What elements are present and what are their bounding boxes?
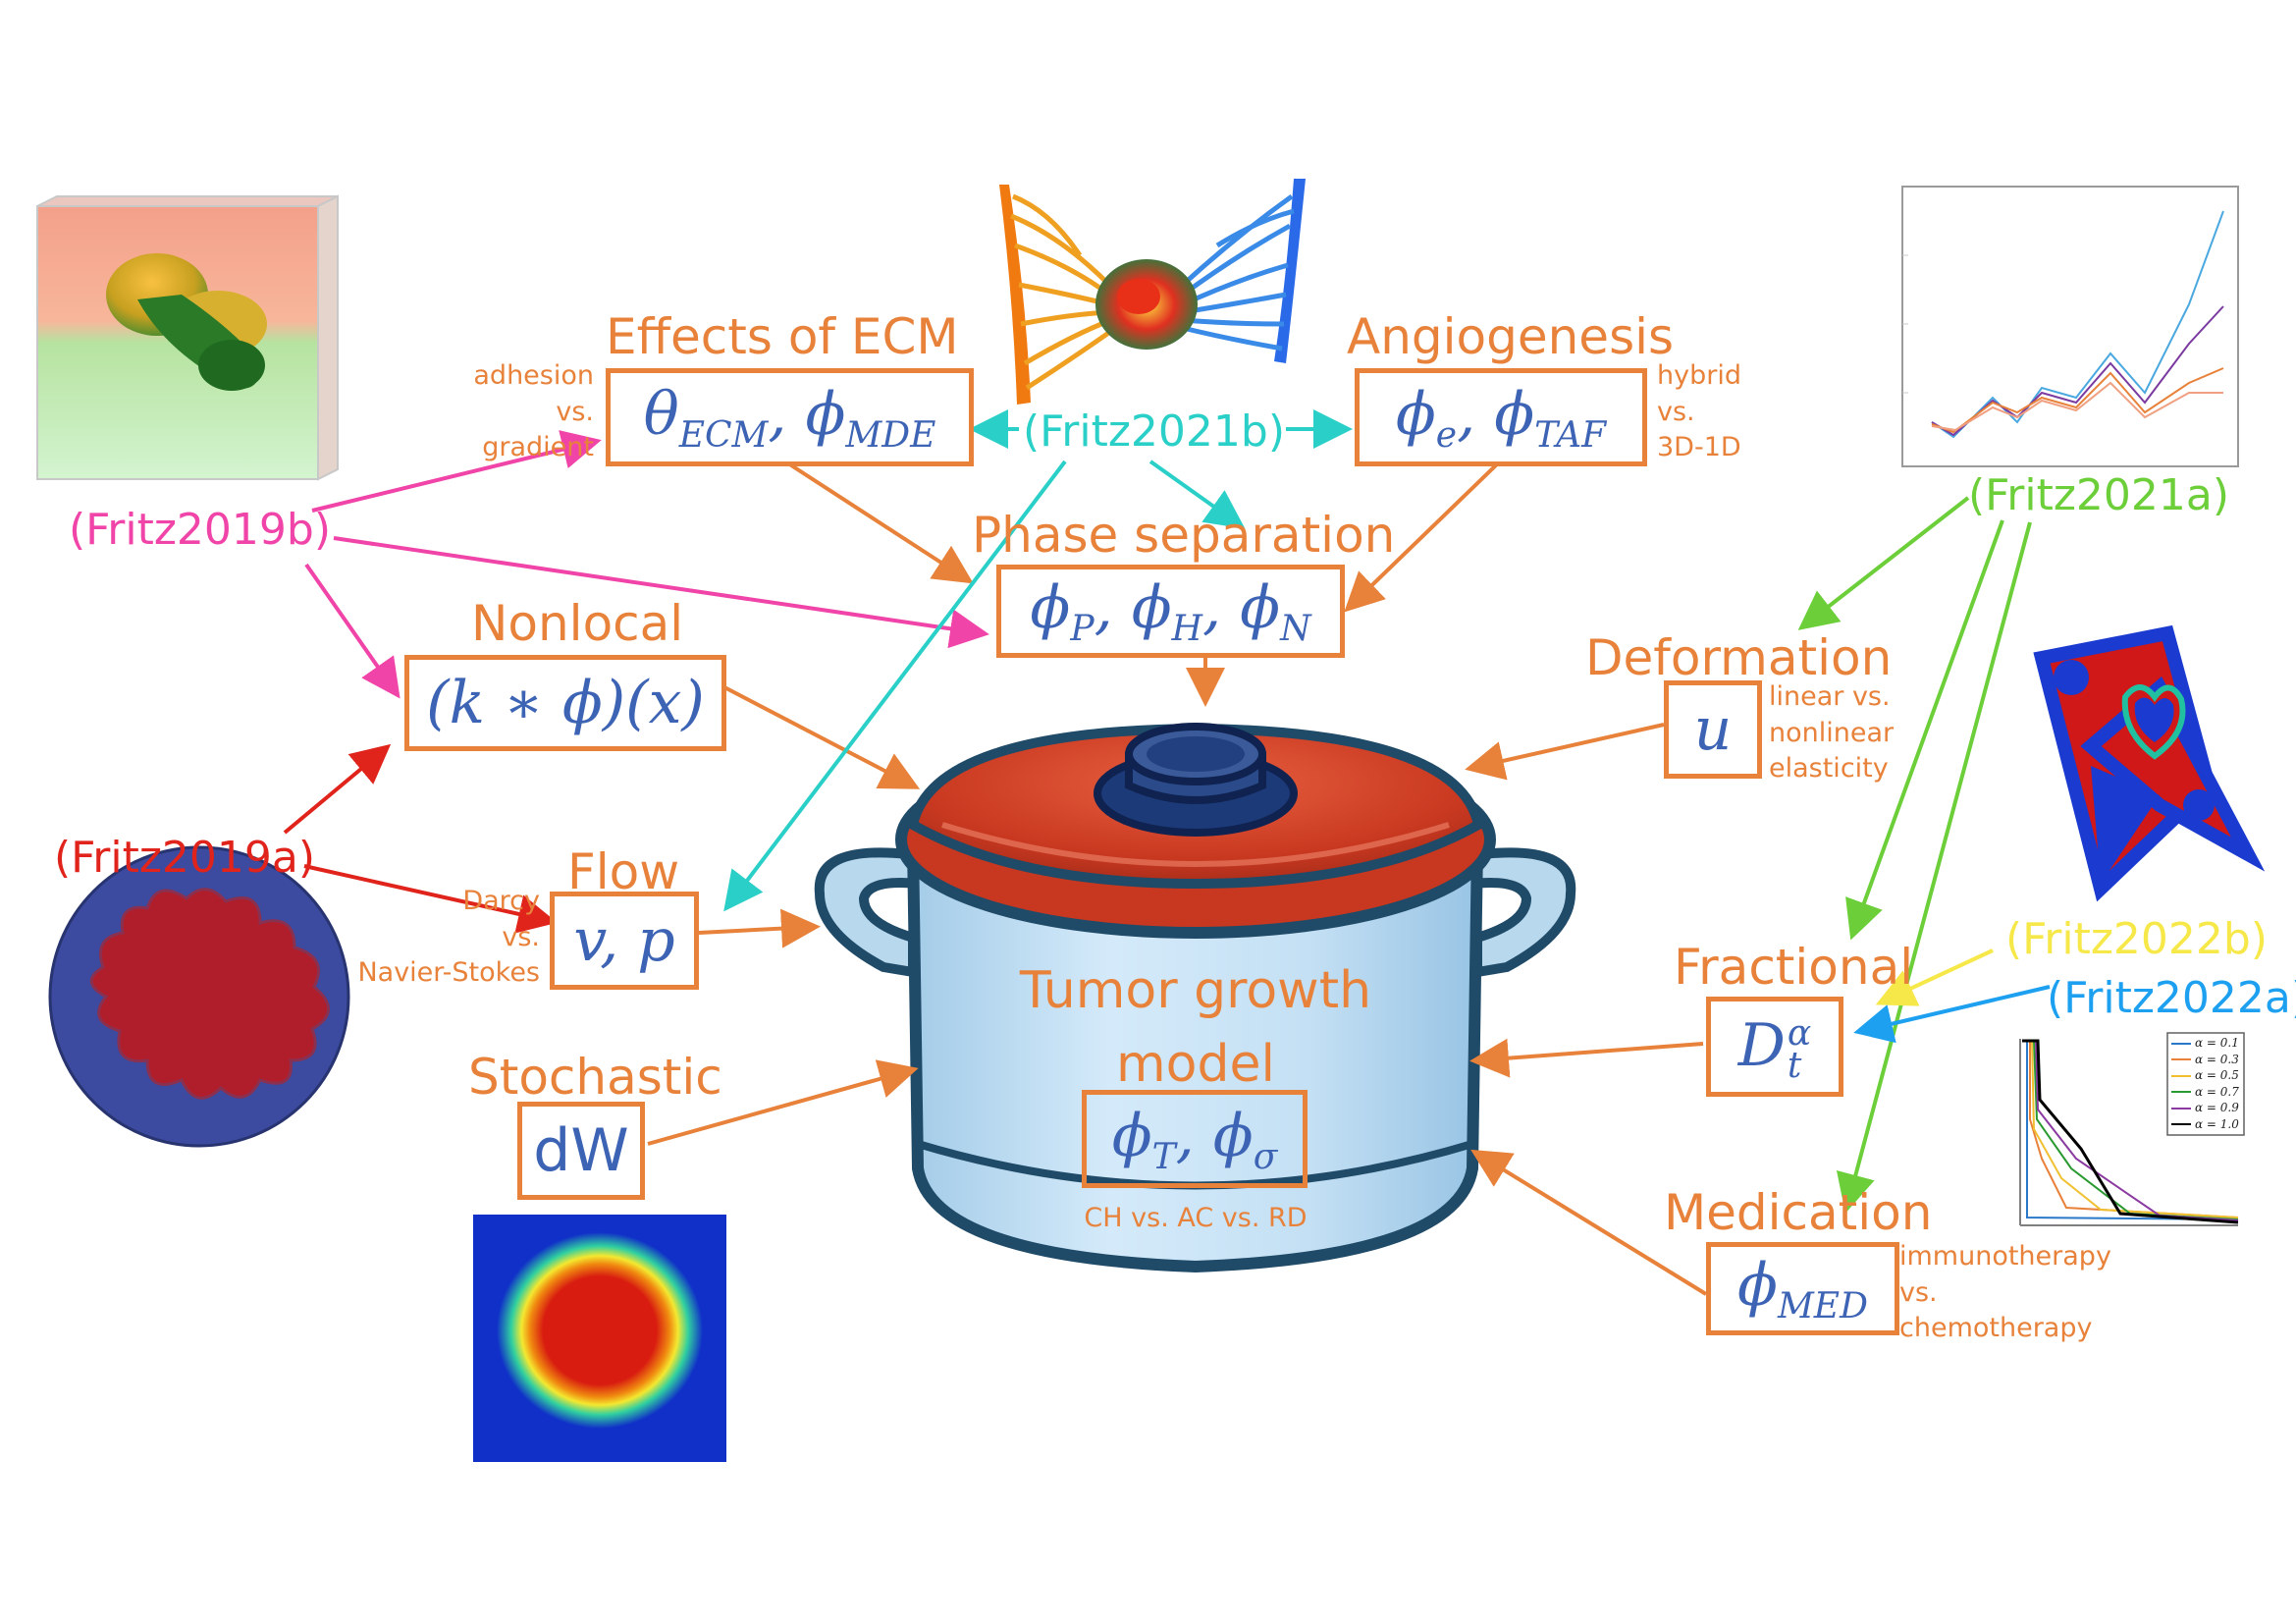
flow-note: Darcy vs. Navier-Stokes — [357, 886, 540, 989]
phase-separation-title: Phase separation — [972, 507, 1396, 564]
fritz2021a-arrows — [1797, 496, 2032, 1214]
stochastic-title: Stochastic — [468, 1049, 722, 1106]
line-chart-thumbnail — [1901, 186, 2239, 467]
ecm-formula-box: θECM, ϕMDE — [606, 368, 974, 466]
inset-legend-item: α = 0.9 — [2171, 1100, 2244, 1116]
nonlocal-formula-box: (k ∗ ϕ)(x) — [404, 655, 726, 751]
inset-legend-item: α = 1.0 — [2171, 1116, 2244, 1133]
nonlocal-title: Nonlocal — [471, 595, 684, 652]
central-model-title: Tumor growth model — [1019, 961, 1372, 1095]
ref-fritz2021b: (Fritz2021b) — [1023, 406, 1286, 457]
fritz2021b-arrows — [723, 409, 1353, 912]
fractional-inset-plot — [2019, 1032, 2245, 1226]
ref-fritz2022b: (Fritz2022b) — [2005, 914, 2269, 964]
phase-separation-formula-box: ϕP, ϕH, ϕN — [996, 565, 1345, 658]
angiogenesis-note: hybrid vs. 3D-1D — [1657, 360, 1741, 463]
medication-note: immunotherapy vs. chemotherapy — [1899, 1241, 2111, 1344]
inset-legend-item: α = 0.7 — [2171, 1084, 2244, 1101]
angiogenesis-title: Angiogenesis — [1347, 308, 1675, 365]
circle-simulation-image — [48, 845, 350, 1148]
central-model-formula-box: ϕT, ϕσ — [1082, 1090, 1308, 1188]
ecm-note: adhesion vs. gradient — [473, 360, 594, 463]
ref-fritz2022a: (Fritz2022a) — [2047, 973, 2296, 1023]
medication-title: Medication — [1664, 1184, 1933, 1241]
heart-surface-image — [2033, 624, 2266, 902]
medication-formula-box: ϕMED — [1706, 1242, 1899, 1335]
ref-fritz2019a: (Fritz2019a) — [54, 833, 316, 883]
fritz2022a-arrow — [1853, 985, 2051, 1044]
inset-legend: α = 0.1 α = 0.3 α = 0.5 α = 0.7 α = 0.9 … — [2171, 1035, 2244, 1133]
central-model-note: CH vs. AC vs. RD — [1084, 1203, 1308, 1233]
angiogenesis-formula-box: ϕe, ϕTAF — [1355, 368, 1647, 466]
inset-legend-item: α = 0.3 — [2171, 1052, 2244, 1068]
cube-simulation-image — [36, 194, 339, 481]
vascular-network-image — [999, 179, 1306, 405]
module-arrows — [647, 460, 1708, 1296]
deformation-note: linear vs. nonlinear elasticity — [1769, 681, 1895, 785]
inset-legend-item: α = 0.1 — [2171, 1035, 2244, 1052]
inset-legend-item: α = 0.5 — [2171, 1067, 2244, 1084]
ecm-title: Effects of ECM — [606, 308, 959, 365]
flow-formula-box: v, p — [550, 892, 699, 990]
fritz2022b-arrow — [1875, 948, 1994, 1006]
fritz2019b-arrows — [304, 430, 989, 699]
ref-fritz2021a: (Fritz2021a) — [1968, 470, 2230, 520]
fritz2019a-arrows — [283, 743, 558, 934]
stochastic-formula-box: dW — [517, 1102, 645, 1200]
deformation-formula-box: u — [1664, 680, 1762, 779]
deformation-title: Deformation — [1585, 629, 1893, 686]
stochastic-simulation-image — [473, 1215, 726, 1462]
fractional-title: Fractional — [1674, 939, 1914, 996]
flow-title: Flow — [567, 843, 680, 900]
ref-fritz2019b: (Fritz2019b) — [69, 505, 332, 555]
